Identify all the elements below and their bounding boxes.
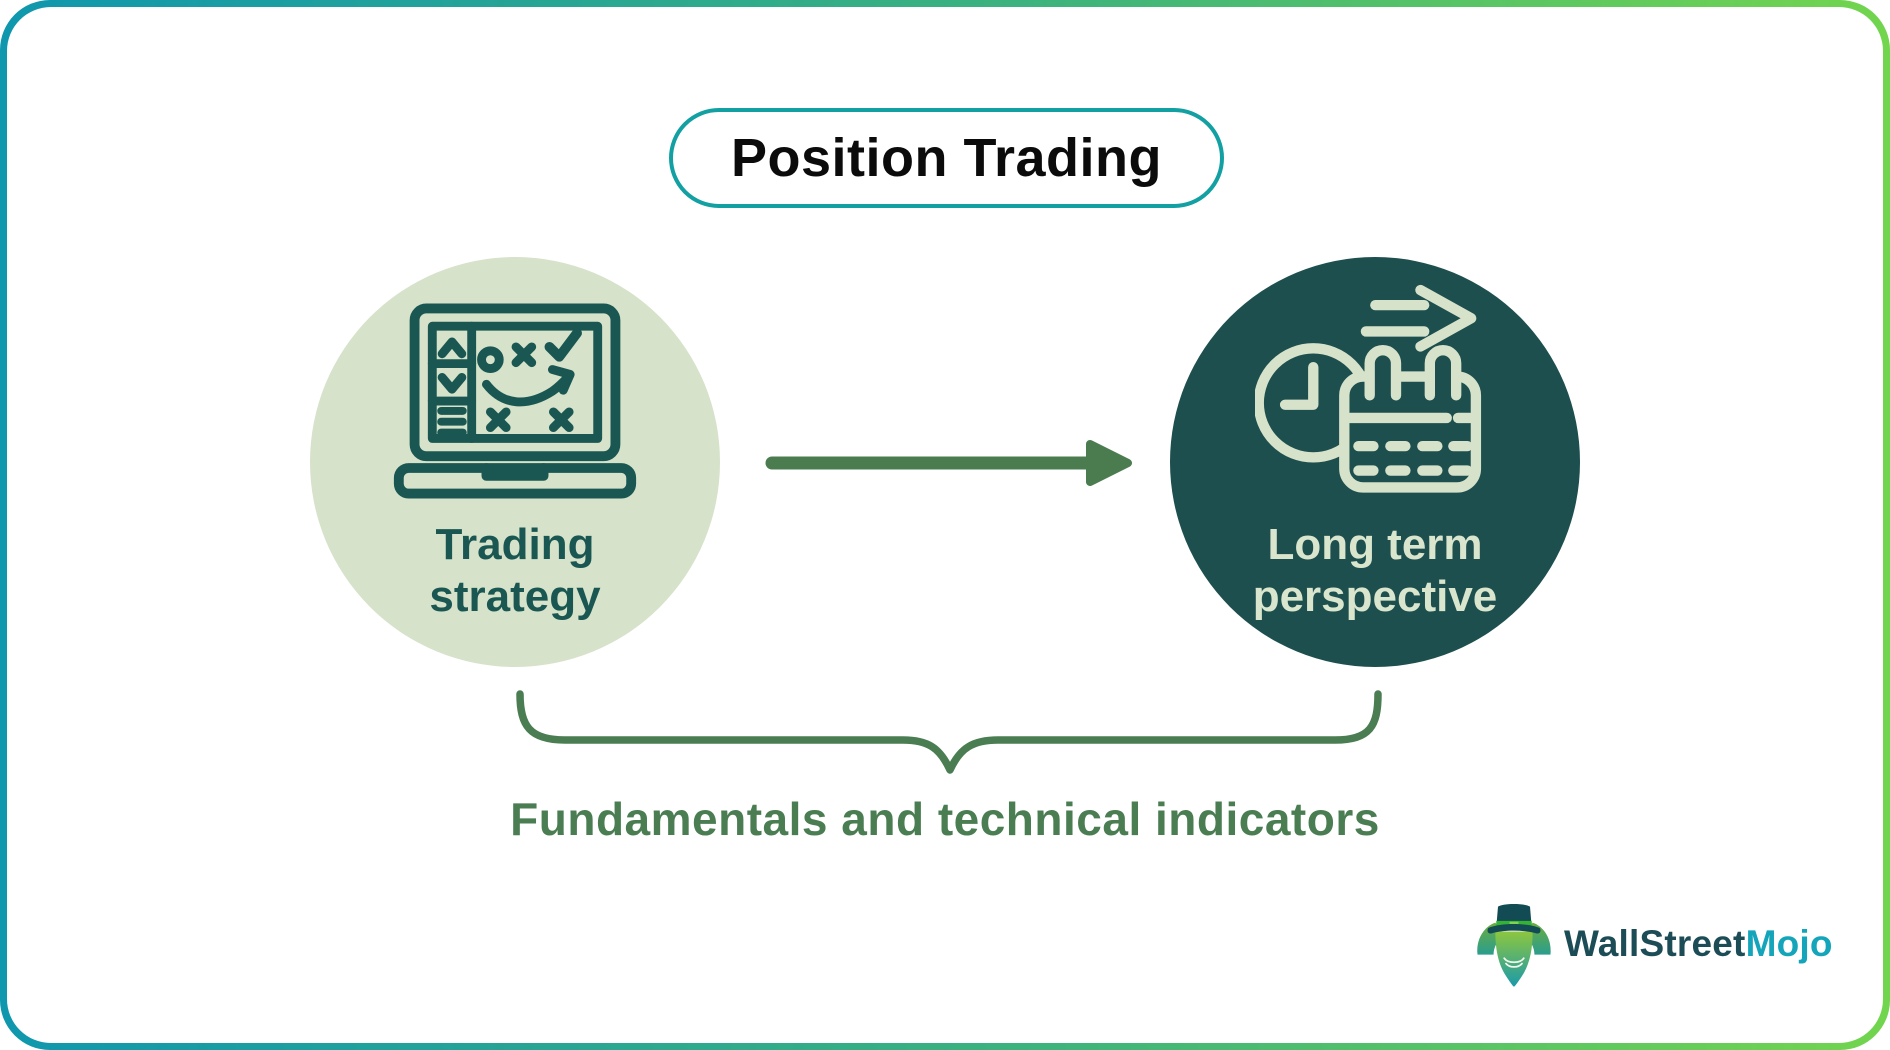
label-line: perspective: [1252, 572, 1498, 621]
curly-brace: [516, 690, 1382, 774]
arrow-right-connector: [765, 440, 1132, 486]
label-line: strategy: [429, 572, 601, 621]
label-line: Long term: [1267, 520, 1483, 569]
node-long-term-perspective: Long term perspective: [1170, 257, 1580, 667]
wallstreetmojo-logo: WallStreetMojo: [1474, 898, 1833, 990]
logo-wordmark: WallStreetMojo: [1564, 923, 1833, 965]
label-line: Trading: [435, 520, 595, 569]
logo-part-wallstreet: WallStreet: [1564, 923, 1746, 964]
node-label-trading-strategy: Trading strategy: [310, 519, 720, 623]
strategy-laptop-icon: [393, 303, 637, 499]
page-title: Position Trading: [730, 128, 1162, 188]
clock-calendar-arrow-icon: [1255, 284, 1482, 493]
node-trading-strategy: Trading strategy: [310, 257, 720, 667]
title-pill: Position Trading: [669, 108, 1224, 208]
leprechaun-mascot-icon: [1477, 904, 1551, 987]
logo-part-mojo: Mojo: [1745, 923, 1833, 964]
node-label-long-term-perspective: Long term perspective: [1170, 519, 1580, 623]
brace-caption: Fundamentals and technical indicators: [510, 793, 1380, 845]
